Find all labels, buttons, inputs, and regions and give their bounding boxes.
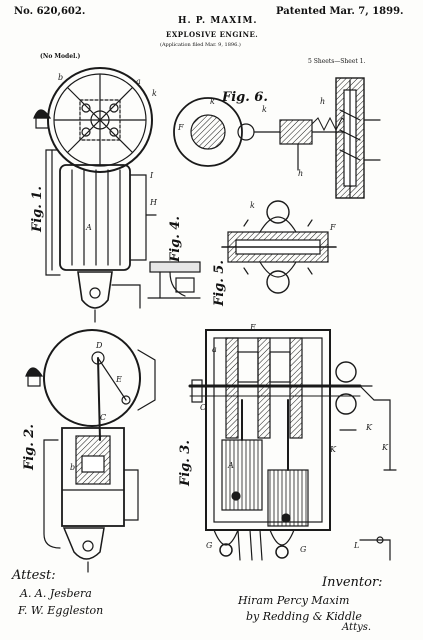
fig-3-drawing (188, 329, 397, 561)
fig-4-label: Fig. 4. (168, 216, 183, 262)
svg-text:k: k (262, 105, 267, 114)
svg-text:H: H (149, 198, 158, 207)
svg-text:h: h (320, 97, 325, 106)
svg-text:E: E (249, 323, 256, 332)
patent-number: No. 620,602. (14, 6, 86, 17)
svg-text:K: K (365, 423, 373, 432)
svg-text:C: C (200, 403, 206, 412)
reference-letters: a k b A H I Fk k h h k F D E Cb a E C A K K K L G G (58, 73, 389, 554)
inventor-signature: Hiram Percy Maxim (238, 594, 350, 607)
fig-6-label: Fig. 6. (222, 90, 268, 105)
patent-date: Patented Mar. 7, 1899. (276, 6, 404, 17)
fig-1-label: Fig. 1. (30, 186, 45, 232)
svg-text:k: k (152, 89, 157, 98)
fig-2-drawing (25, 329, 156, 573)
fig-6-drawing (173, 97, 351, 171)
svg-text:k: k (210, 97, 215, 106)
fig-4-drawing (147, 261, 201, 299)
svg-text:G: G (206, 541, 213, 550)
svg-text:k: k (250, 201, 255, 210)
attys-word: Attys. (342, 622, 372, 633)
witness-signature-1: A. A. Jesbera (20, 587, 92, 600)
fig-1-drawing (33, 67, 157, 323)
witness-signature-2: F. W. Eggleston (18, 604, 104, 617)
patent-title: EXPLOSIVE ENGINE. (166, 30, 259, 39)
svg-text:F: F (329, 223, 336, 232)
sheets-note: 5 Sheets—Sheet 1. (308, 58, 366, 65)
svg-text:A: A (85, 223, 92, 232)
svg-text:D: D (95, 341, 103, 350)
pump-section-drawing (335, 77, 381, 199)
svg-text:h: h (298, 169, 303, 178)
svg-text:a: a (212, 345, 217, 354)
application-line: (Application filed Mar. 9, 1896.) (160, 42, 241, 48)
svg-text:b: b (58, 73, 63, 82)
fig-3-label: Fig. 3. (178, 440, 193, 486)
svg-text:E: E (115, 375, 122, 384)
svg-text:G: G (300, 545, 307, 554)
svg-text:I: I (149, 171, 154, 180)
svg-text:A: A (227, 461, 234, 470)
inventor-name: H. P. MAXIM. (178, 16, 258, 26)
attorneys-signature: by Redding & Kiddle (246, 610, 362, 623)
fig-2-label: Fig. 2. (22, 424, 37, 470)
model-note: (No Model.) (40, 53, 81, 60)
attest-label: Attest: (12, 568, 56, 583)
svg-text:a: a (136, 77, 141, 86)
svg-text:b: b (70, 463, 75, 472)
fig-5-drawing (221, 200, 337, 294)
svg-text:K: K (329, 445, 337, 454)
svg-text:C: C (100, 413, 106, 422)
inventor-label: Inventor: (322, 575, 383, 590)
fig-5-label: Fig. 5. (212, 260, 227, 306)
svg-text:K: K (381, 443, 389, 452)
svg-text:F: F (177, 123, 184, 132)
svg-text:L: L (353, 541, 359, 550)
